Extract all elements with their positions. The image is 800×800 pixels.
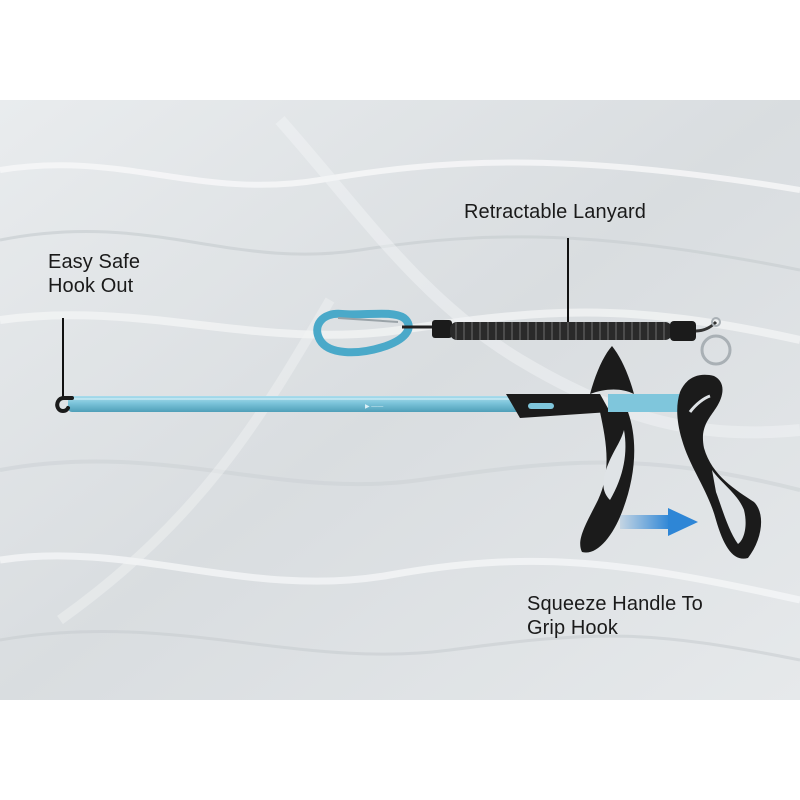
hook-out-line2: Hook Out bbox=[48, 275, 134, 297]
lanyard-callout: Retractable Lanyard bbox=[464, 200, 646, 224]
hook-out-callout: Easy Safe Hook Out bbox=[48, 250, 140, 298]
coiled-lanyard bbox=[402, 317, 732, 366]
squeeze-handle-callout: Squeeze Handle To Grip Hook bbox=[527, 592, 703, 640]
arrow-right-icon bbox=[620, 508, 698, 536]
top-margin bbox=[0, 0, 800, 100]
squeeze-line1: Squeeze Handle To bbox=[527, 593, 703, 615]
carabiner-clip bbox=[313, 309, 413, 357]
squeeze-line2: Grip Hook bbox=[527, 617, 618, 639]
aluminum-shaft: ▶ —— bbox=[68, 396, 538, 412]
svg-text:▶ ——: ▶ —— bbox=[365, 404, 383, 410]
hook-tip bbox=[55, 396, 74, 413]
squeeze-handle bbox=[506, 346, 762, 559]
bottom-margin bbox=[0, 700, 800, 800]
lanyard-callout-text: Retractable Lanyard bbox=[464, 201, 647, 223]
hook-out-line1: Easy Safe bbox=[48, 251, 141, 273]
